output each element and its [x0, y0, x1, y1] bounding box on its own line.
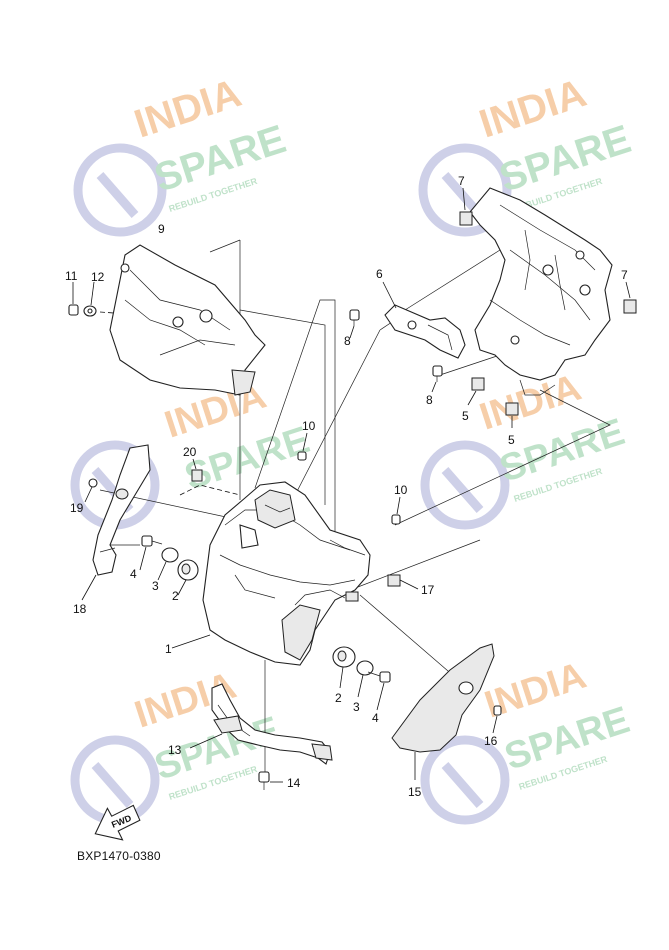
callout-15: 15 — [408, 785, 422, 799]
callout-3b: 3 — [353, 700, 360, 714]
part-5-nut-a — [467, 377, 485, 406]
callout-7a: 7 — [458, 174, 465, 188]
callout-17: 17 — [421, 583, 435, 597]
callout-4b: 4 — [372, 711, 379, 725]
callout-8b: 8 — [426, 393, 433, 407]
part-8-bolt-a — [349, 309, 360, 339]
part-3-collar-right — [356, 660, 374, 698]
part-12-washer — [83, 281, 97, 317]
callout-14: 14 — [287, 776, 301, 790]
callout-2a: 2 — [172, 589, 179, 603]
part-3-collar-left — [157, 547, 179, 581]
part-17-nut — [387, 574, 419, 590]
callouts: 1 2 2 3 3 4 4 5 5 6 7 7 8 8 9 10 10 11 1… — [65, 174, 628, 799]
callout-16: 16 — [484, 734, 498, 748]
part-16-clip — [492, 705, 502, 734]
callout-3a: 3 — [152, 579, 159, 593]
callout-4a: 4 — [130, 567, 137, 581]
callout-5a: 5 — [462, 409, 469, 423]
part-7-nut-top — [459, 187, 473, 226]
part-13-lower-cover — [189, 683, 333, 765]
part-1-headlight — [171, 481, 371, 666]
part-19-clip — [84, 478, 98, 503]
callout-12: 12 — [91, 270, 105, 284]
part-4-bolt-left — [139, 535, 163, 571]
part-6-bracket — [382, 281, 466, 359]
part-5-nut-b — [505, 402, 519, 428]
callout-19: 19 — [70, 501, 84, 515]
diagram-code: BXP1470-0380 — [77, 849, 161, 863]
callout-5b: 5 — [508, 433, 515, 447]
callout-18: 18 — [73, 602, 87, 616]
callout-20: 20 — [183, 445, 197, 459]
part-2-grommet-right — [332, 646, 356, 689]
part-15-right-side-panel — [391, 643, 495, 780]
part-7-nut-right — [623, 281, 637, 314]
part-14-clip — [258, 771, 283, 790]
fwd-arrow-icon: FWD — [94, 804, 141, 841]
callout-7b: 7 — [621, 268, 628, 282]
part-2-grommet-left — [177, 559, 199, 596]
part-20-nut — [191, 458, 203, 482]
callout-11: 11 — [65, 269, 78, 283]
callout-2b: 2 — [335, 691, 342, 705]
callout-9: 9 — [158, 222, 165, 236]
callout-10b: 10 — [394, 483, 408, 497]
callout-13: 13 — [168, 743, 182, 757]
part-8-bolt-b — [431, 365, 443, 393]
callout-10a: 10 — [302, 419, 316, 433]
callout-6: 6 — [376, 267, 383, 281]
callout-1: 1 — [165, 642, 172, 656]
part-9-visor-cover — [109, 244, 266, 396]
assembly-lines — [99, 239, 611, 775]
part-4-bolt-right — [367, 671, 391, 711]
part-10-screw-a — [297, 432, 308, 461]
part-11-screw — [68, 282, 79, 316]
part-10-screw-b — [391, 496, 401, 525]
part-18-left-side-panel — [81, 444, 151, 601]
watermark-mid-right: INDIA SPARE REBUILD TOGETHER — [420, 367, 630, 530]
watermark-top-left: INDIA SPARE REBUILD TOGETHER — [73, 71, 291, 237]
callout-8a: 8 — [344, 334, 351, 348]
part-inner-panel — [469, 187, 613, 396]
